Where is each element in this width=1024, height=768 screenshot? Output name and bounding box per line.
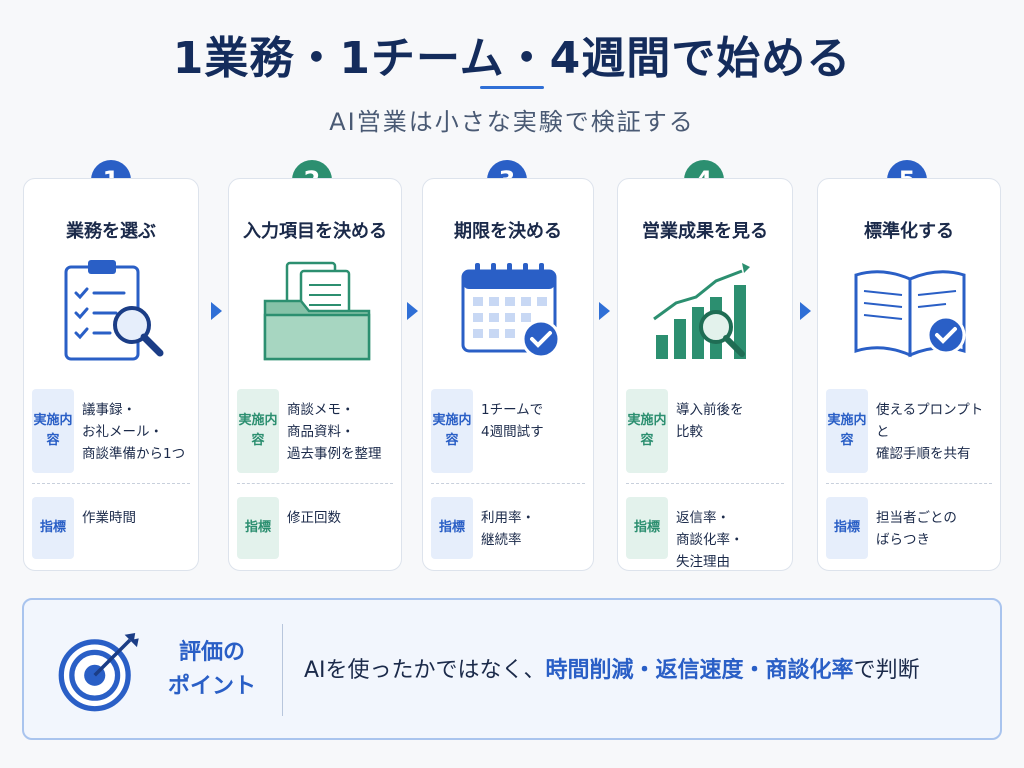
clipboard-checklist-magnifier-icon	[64, 260, 164, 361]
evaluation-banner: 評価の ポイント AIを使ったかではなく、時間削減・返信速度・商談化率で判断	[22, 598, 1002, 740]
metric-detail: 担当者ごとの ばらつき	[876, 510, 957, 548]
implementation-detail: 使えるプロンプトと 確認手順を共有	[876, 402, 984, 462]
flow-arrow	[599, 302, 610, 320]
growth-chart-magnifier-icon	[653, 263, 750, 359]
metric-tag: 指標	[826, 497, 868, 559]
metric-tag: 指標	[32, 497, 74, 559]
evaluation-text-suffix: で判断	[853, 658, 920, 683]
page-title: 1業務・1チーム・4週間で始める	[172, 33, 852, 84]
metric-detail: 返信率・ 商談化率・ 失注理由	[676, 510, 744, 570]
evaluation-text-prefix: AIを使ったかではなく、	[304, 658, 546, 683]
flow-arrow	[800, 302, 811, 320]
metric-tag: 指標	[626, 497, 668, 559]
implementation-detail: 導入前後を 比較	[676, 402, 744, 440]
implementation-detail: 議事録・ お礼メール・ 商談準備から1つ	[82, 402, 186, 462]
flow-arrow	[211, 302, 222, 320]
implementation-detail: 1チームで 4週間試す	[481, 402, 544, 440]
banner-separator	[282, 624, 283, 716]
metric-tag: 指標	[431, 497, 473, 559]
implementation-tag: 実施内容	[32, 389, 74, 473]
implementation-tag: 実施内容	[237, 389, 279, 473]
metric-detail: 作業時間	[82, 510, 136, 526]
implementation-tag: 実施内容	[431, 389, 473, 473]
step-title: 標準化する	[864, 221, 954, 242]
step-title: 期限を決める	[454, 221, 562, 242]
step-card-4: 営業成果を見る 実施内容 導入前後を 比較 指標 返信率・ 商談化率・ 失注理由	[617, 178, 793, 571]
metric-tag: 指標	[237, 497, 279, 559]
step-title: 入力項目を決める	[243, 221, 387, 242]
metric-detail: 利用率・ 継続率	[481, 510, 535, 548]
evaluation-text: AIを使ったかではなく、時間削減・返信速度・商談化率で判断	[304, 652, 920, 684]
calendar-check-icon	[461, 263, 561, 359]
card-divider	[237, 483, 393, 484]
card-divider	[32, 483, 190, 484]
evaluation-label: 評価の ポイント	[167, 640, 256, 699]
step-card-5: 標準化する 実施内容 使えるプロンプトと 確認手順を共有 指標 担当者ごとの ば…	[817, 178, 1001, 571]
step-card-2: 入力項目を決める 実施内容 商談メモ・ 商品資料・ 過去事例を整理 指標 修正回…	[228, 178, 402, 571]
step-title: 営業成果を見る	[642, 221, 768, 242]
step-title: 業務を選ぶ	[66, 221, 156, 242]
target-arrow-icon	[58, 633, 139, 712]
folder-documents-icon	[263, 261, 371, 361]
title-underline	[480, 86, 544, 89]
card-divider	[431, 483, 585, 484]
page-subtitle: AI営業は小さな実験で検証する	[329, 108, 695, 136]
open-book-check-icon	[854, 270, 966, 358]
implementation-detail: 商談メモ・ 商品資料・ 過去事例を整理	[287, 402, 382, 462]
metric-detail: 修正回数	[287, 510, 341, 526]
implementation-tag: 実施内容	[626, 389, 668, 473]
implementation-tag: 実施内容	[826, 389, 868, 473]
evaluation-highlight: 時間削減・返信速度・商談化率	[545, 658, 854, 683]
flow-arrow	[407, 302, 418, 320]
step-card-1: 業務を選ぶ 実施内容 議事録・ お礼メール・ 商談準備から1つ 指標 作業時間	[23, 178, 199, 571]
card-divider	[826, 483, 992, 484]
step-card-3: 期限を決める 実施内容 1チームで 4週間試す 指標 利用率・ 継続率	[422, 178, 594, 571]
card-divider	[626, 483, 784, 484]
